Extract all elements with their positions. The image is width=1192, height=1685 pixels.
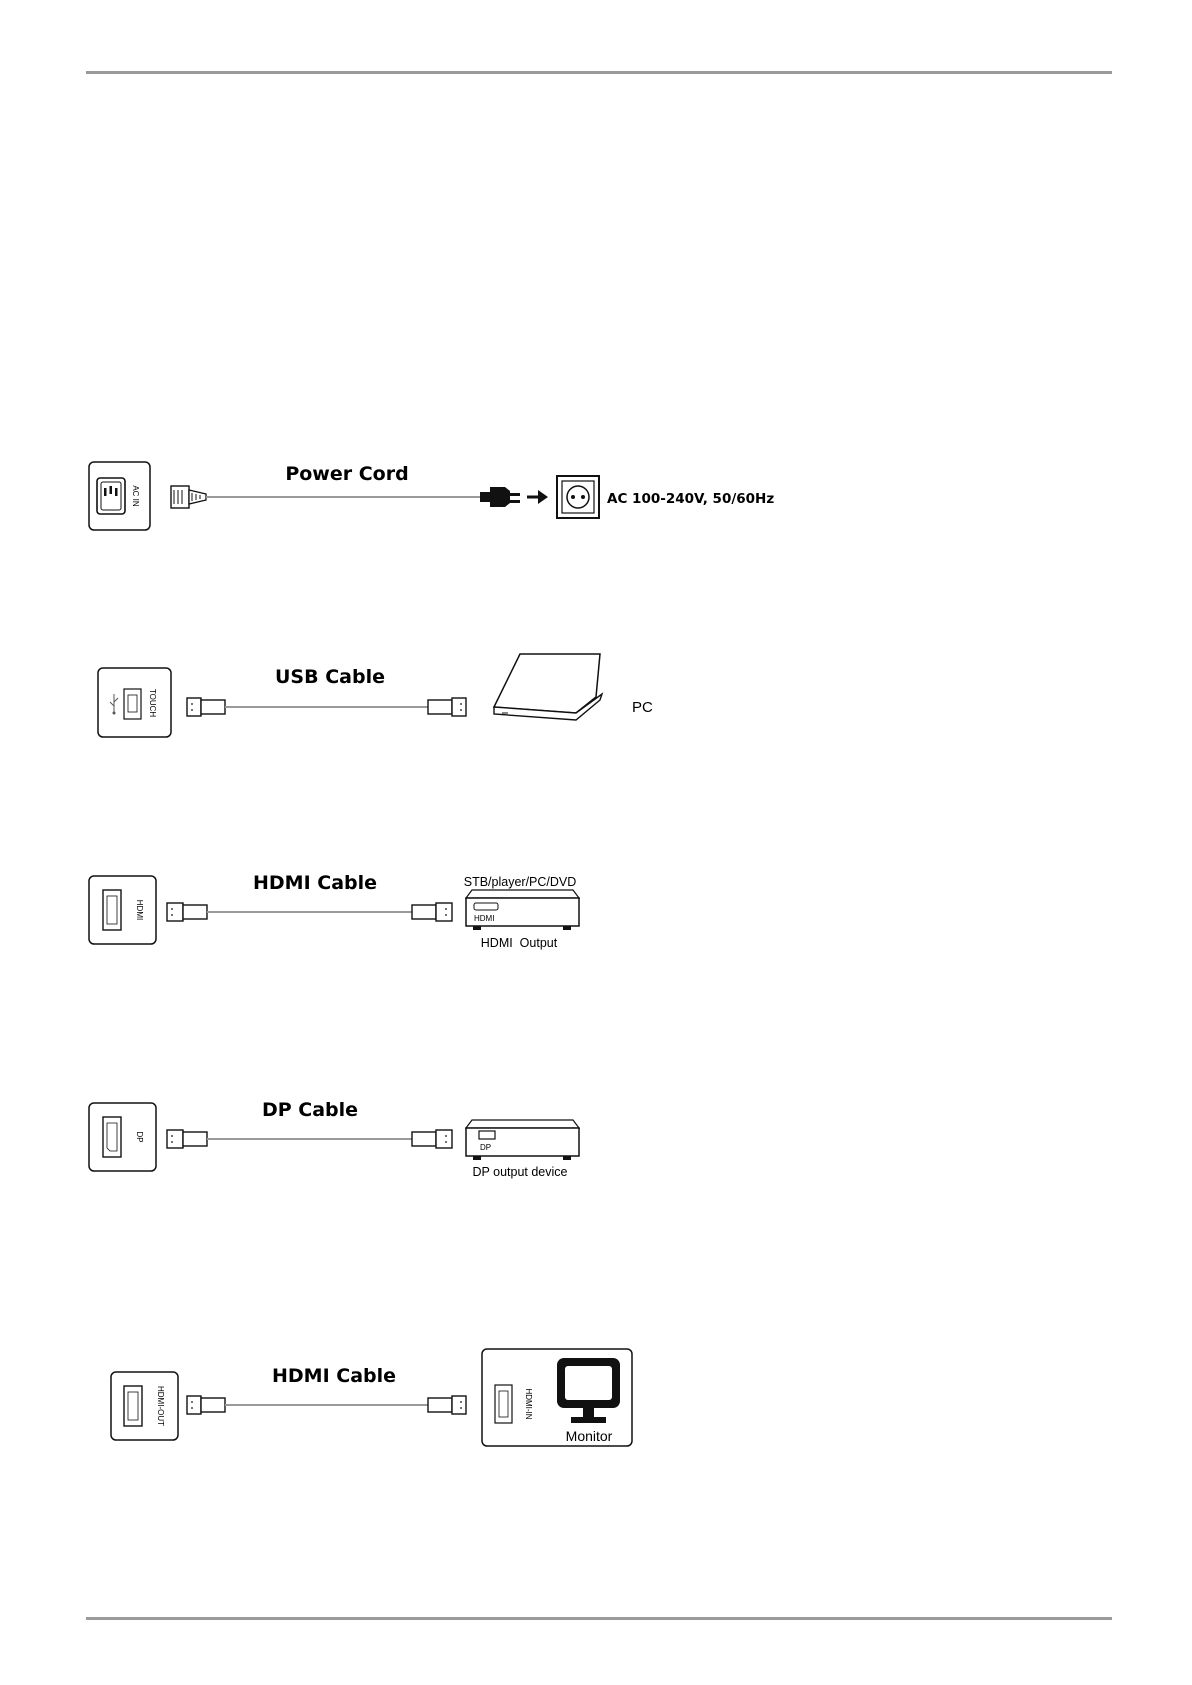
ac-in-port-panel: AC IN — [89, 462, 150, 530]
hdmi-out-cable-title: HDMI Cable — [272, 1365, 396, 1387]
hdmi-cable-title: HDMI Cable — [253, 872, 377, 894]
set-top-box-port-label: HDMI — [474, 914, 494, 923]
hdmi-source-device-label: STB/player/PC/DVD — [464, 875, 577, 889]
hdmi-plug-right-icon — [412, 903, 452, 921]
touch-port-panel: TOUCH — [98, 668, 171, 737]
monitor-label: Monitor — [566, 1428, 613, 1444]
hdmi-out-plug-right-icon — [428, 1396, 466, 1414]
power-supply-spec: AC 100-240V, 50/60Hz — [607, 491, 774, 507]
iec-connector-icon — [171, 486, 206, 508]
dp-device-port-label: DP — [480, 1143, 491, 1152]
hdmi-in-port-label: HDMI-IN — [524, 1388, 533, 1419]
laptop-icon — [494, 654, 602, 720]
hdmi-output-label: HDMI Output — [481, 936, 558, 950]
set-top-box-icon: HDMI — [466, 890, 579, 930]
hdmi-out-port-label: HDMI-OUT — [156, 1386, 165, 1426]
dp-output-device-label: DP output device — [473, 1165, 568, 1179]
hdmi-out-port-panel: HDMI-OUT — [111, 1372, 178, 1440]
ac-in-port-label: AC IN — [131, 485, 140, 507]
hdmi-out-plug-left-icon — [187, 1396, 225, 1414]
hdmi-port-panel: HDMI — [89, 876, 156, 944]
monitor-panel: HDMI-IN Monitor — [482, 1349, 632, 1446]
dp-plug-right-icon — [412, 1130, 452, 1148]
arrow-right-icon — [527, 490, 548, 504]
usb-plug-left-icon — [187, 698, 225, 716]
power-section: AC IN Power Cord — [89, 462, 774, 530]
usb-plug-right-icon — [428, 698, 466, 716]
wall-socket-icon — [557, 476, 599, 518]
hdmi-plug-left-icon — [167, 903, 207, 921]
hdmi-out-section: HDMI-OUT HDMI Cable HDMI-IN — [111, 1349, 632, 1446]
dp-port-label: DP — [135, 1131, 144, 1142]
usb-section: TOUCH USB Cable PC — [98, 654, 653, 737]
usb-cable-title: USB Cable — [275, 666, 385, 688]
wall-plug-icon — [480, 487, 520, 507]
dp-plug-left-icon — [167, 1130, 207, 1148]
dp-section: DP DP Cable DP DP output device — [89, 1099, 579, 1179]
hdmi-port-label: HDMI — [135, 900, 144, 920]
dp-port-panel: DP — [89, 1103, 156, 1171]
pc-label: PC — [632, 699, 653, 716]
touch-port-label: TOUCH — [148, 689, 157, 718]
dp-cable-title: DP Cable — [262, 1099, 358, 1121]
dp-output-device-icon: DP — [466, 1120, 579, 1160]
hdmi-in-section: HDMI HDMI Cable STB/player/PC/DVD HDMI H… — [89, 872, 579, 950]
power-cable-title: Power Cord — [285, 463, 408, 485]
